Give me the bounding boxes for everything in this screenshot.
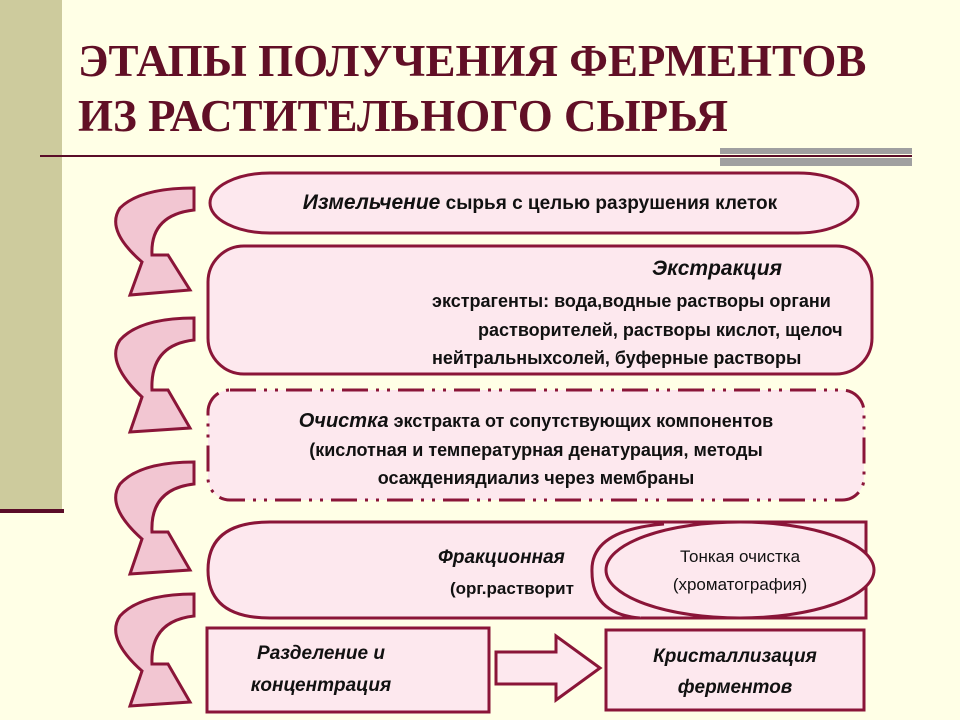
step-fractional-line-2: (орг.растворит — [450, 579, 574, 598]
step-purification-line-3: осаждениядиализ через мембраны — [377, 468, 695, 488]
step-fine-line-1: Тонкая очистка — [679, 547, 801, 566]
title-line-1: ЭТАПЫ ПОЛУЧЕНИЯ ФЕРМЕНТОВ — [78, 36, 867, 86]
step-purification-name: Очистка — [298, 410, 389, 432]
step-grinding-text: Измельчение сырья с целью разрушения кле… — [226, 190, 854, 217]
step-fine-purification-shape — [604, 520, 876, 620]
step-purification-shape — [206, 388, 866, 502]
step-separation-shape — [205, 626, 491, 714]
curved-arrow-2 — [114, 316, 196, 434]
step-extraction-line-1: экстрагенты: вода,водные растворы органи — [432, 291, 831, 311]
step-extraction-line-2: растворителей, растворы кислот, щелоч — [478, 320, 843, 340]
curved-arrow-4 — [114, 592, 196, 708]
curved-arrow-1 — [114, 186, 196, 297]
horizontal-arrow — [494, 633, 603, 703]
step-crystallization-line-1: Кристаллизация — [653, 646, 817, 667]
step-crystallization-line-2: ферментов — [677, 677, 793, 698]
step-purification-description: экстракта от сопутствующих компонентов — [388, 411, 774, 431]
step-extraction-shape — [206, 244, 874, 376]
title-accent-bar — [720, 148, 912, 166]
sidebar-strip — [0, 0, 62, 512]
step-extraction-line-3: нейтральныхсолей, буферные растворы — [432, 348, 802, 368]
step-fractional-name: Фракционная — [438, 547, 565, 568]
step-grinding-shape — [208, 171, 860, 235]
step-separation-line-2: концентрация — [250, 675, 392, 696]
slide-title: ЭТАПЫ ПОЛУЧЕНИЯ ФЕРМЕНТОВ ИЗ РАСТИТЕЛЬНО… — [78, 34, 938, 144]
step-grinding-description: сырья с целью разрушения клеток — [440, 193, 778, 214]
title-divider — [40, 155, 912, 157]
step-separation-line-1: Разделение и — [257, 643, 385, 664]
step-grinding-name: Измельчение — [302, 191, 441, 214]
sidebar-underline — [0, 509, 64, 513]
step-extraction-name: Экстракция — [652, 257, 782, 280]
curved-arrow-3 — [114, 460, 196, 576]
step-purification-line-2: (кислотная и температурная денатурация, … — [309, 440, 763, 460]
title-line-2: ИЗ РАСТИТЕЛЬНОГО СЫРЬЯ — [78, 91, 729, 141]
step-purification-line-1: Очистка экстракта от сопутствующих компо… — [214, 409, 858, 433]
step-crystallization-shape — [604, 628, 866, 712]
step-fine-line-2: (хроматография) — [672, 575, 808, 594]
